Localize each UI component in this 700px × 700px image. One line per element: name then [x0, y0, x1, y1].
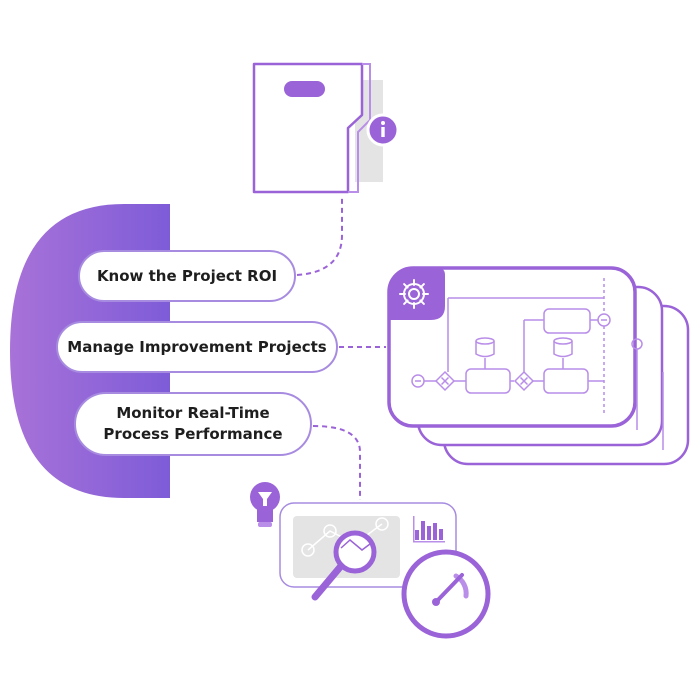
- know-project-roi-pill[interactable]: Know the Project ROI: [78, 250, 296, 302]
- connector-dashboard: [312, 425, 361, 500]
- lightbulb-icon: [250, 482, 280, 527]
- pill-label-line1: Monitor Real-Time: [116, 404, 270, 422]
- gauge-icon: [401, 549, 491, 639]
- workflow-card-tab: [389, 268, 445, 320]
- monitor-real-time-performance-pill[interactable]: Monitor Real-Time Process Performance: [74, 392, 312, 456]
- magnifier-icon: [311, 530, 377, 601]
- bar-chart-icon: [413, 516, 445, 543]
- back-card-connector-ends: [631, 338, 664, 450]
- info-icon: [366, 113, 400, 147]
- document-folder-icon: [252, 62, 383, 194]
- manage-improvement-projects-pill[interactable]: Manage Improvement Projects: [56, 321, 338, 373]
- pill-label: Manage Improvement Projects: [67, 337, 327, 356]
- connector-document: [296, 195, 343, 276]
- gear-icon: [399, 279, 429, 309]
- pill-label: Know the Project ROI: [96, 266, 278, 285]
- pill-label-line2: Process Performance: [103, 425, 283, 443]
- workflow-card-stack: [387, 266, 690, 466]
- process-flow-icon: [411, 278, 611, 416]
